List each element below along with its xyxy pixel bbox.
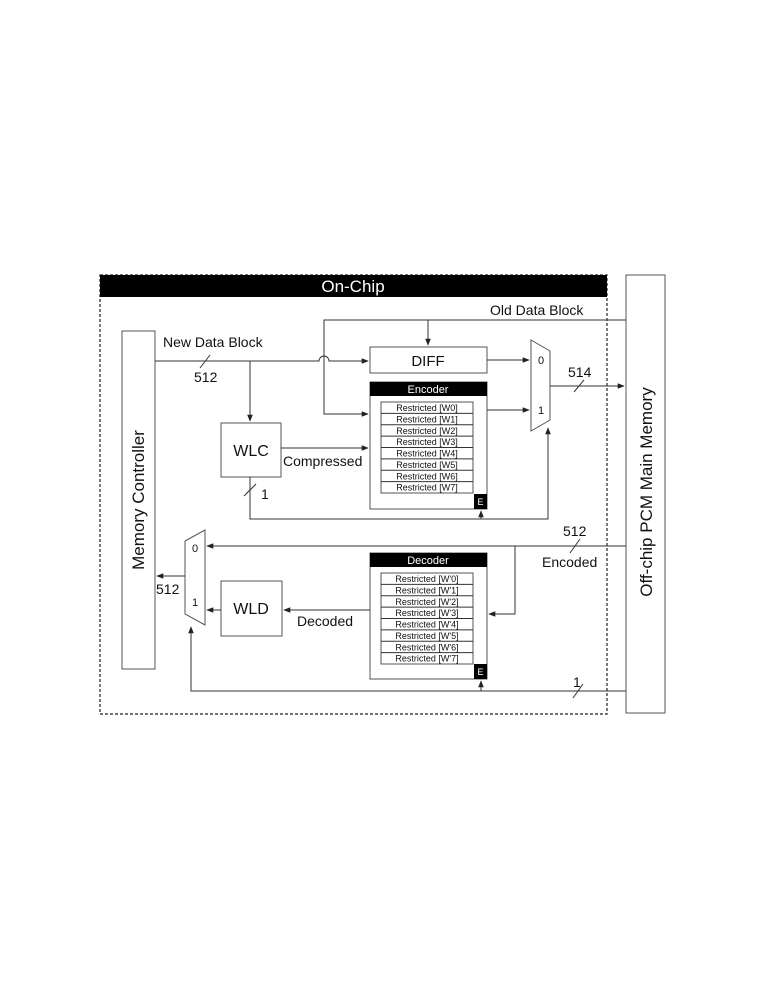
mux-lower	[184, 529, 206, 626]
encoder-row: Restricted [W6]	[396, 471, 458, 481]
label-compressed: Compressed	[283, 453, 362, 469]
diff-label: DIFF	[411, 353, 444, 370]
encoder-row: Restricted [W1]	[396, 414, 458, 424]
wld-block	[220, 580, 283, 637]
encoder-badge-label: E	[477, 497, 483, 507]
encoder-row: Restricted [W4]	[396, 449, 458, 459]
encoder-row: Restricted [W2]	[396, 426, 458, 436]
encoder-row: Restricted [W3]	[396, 437, 458, 447]
decoder-badge-label: E	[477, 667, 483, 677]
encoder-enable-badge	[474, 494, 487, 509]
decoder-enable-badge	[474, 664, 487, 679]
on-chip-title: On-Chip	[321, 277, 384, 296]
diff-block	[369, 346, 488, 374]
mux-upper-in0: 0	[538, 355, 544, 367]
wld-label: WLD	[233, 601, 269, 618]
decoder-row: Restricted [W'5]	[395, 631, 458, 641]
decoder-row: Restricted [W'0]	[395, 574, 458, 584]
on-chip-region	[99, 274, 608, 715]
memory-controller-block	[121, 330, 156, 670]
encoder-block: Encoder Restricted [W0] Restricted [W1] …	[369, 381, 488, 510]
decoder-row: Restricted [W'1]	[395, 585, 458, 595]
width-new-data: 512	[194, 369, 218, 385]
decoder-row: Restricted [W'7]	[395, 654, 458, 664]
pcm-memory-label: Off-chip PCM Main Memory	[637, 387, 656, 597]
encoder-row: Restricted [W0]	[396, 403, 458, 413]
encoder-row: Restricted [W7]	[396, 483, 458, 493]
mux-lower-in1: 1	[192, 597, 198, 609]
width-mc-in: 512	[156, 581, 180, 597]
wlc-block	[220, 422, 282, 478]
decoder-row: Restricted [W'3]	[395, 608, 458, 618]
width-mux-out: 514	[568, 364, 592, 380]
encoder-title: Encoder	[408, 384, 449, 396]
encoder-row: Restricted [W5]	[396, 460, 458, 470]
mux-lower-in0: 0	[192, 543, 198, 555]
decoder-title: Decoder	[407, 555, 449, 567]
width-wlc-flag: 1	[261, 486, 269, 502]
decoder-row: Restricted [W'2]	[395, 597, 458, 607]
mux-upper-in1: 1	[538, 405, 544, 417]
width-encoded-in: 512	[563, 523, 587, 539]
label-old-data-block: Old Data Block	[490, 302, 584, 318]
on-chip-header	[100, 275, 607, 297]
label-encoded: Encoded	[542, 554, 597, 570]
width-flag-in: 1	[573, 674, 581, 690]
decoder-row: Restricted [W'6]	[395, 642, 458, 652]
pcm-memory-block	[625, 274, 666, 714]
decoder-row: Restricted [W'4]	[395, 620, 458, 630]
memory-controller-label: Memory Controller	[129, 430, 148, 570]
wires	[155, 319, 626, 699]
decoder-block: Decoder Restricted [W'0] Restricted [W'1…	[369, 552, 488, 680]
wlc-label: WLC	[233, 443, 269, 460]
label-decoded: Decoded	[297, 613, 353, 629]
mux-upper	[530, 339, 551, 432]
label-new-data-block: New Data Block	[163, 334, 264, 350]
